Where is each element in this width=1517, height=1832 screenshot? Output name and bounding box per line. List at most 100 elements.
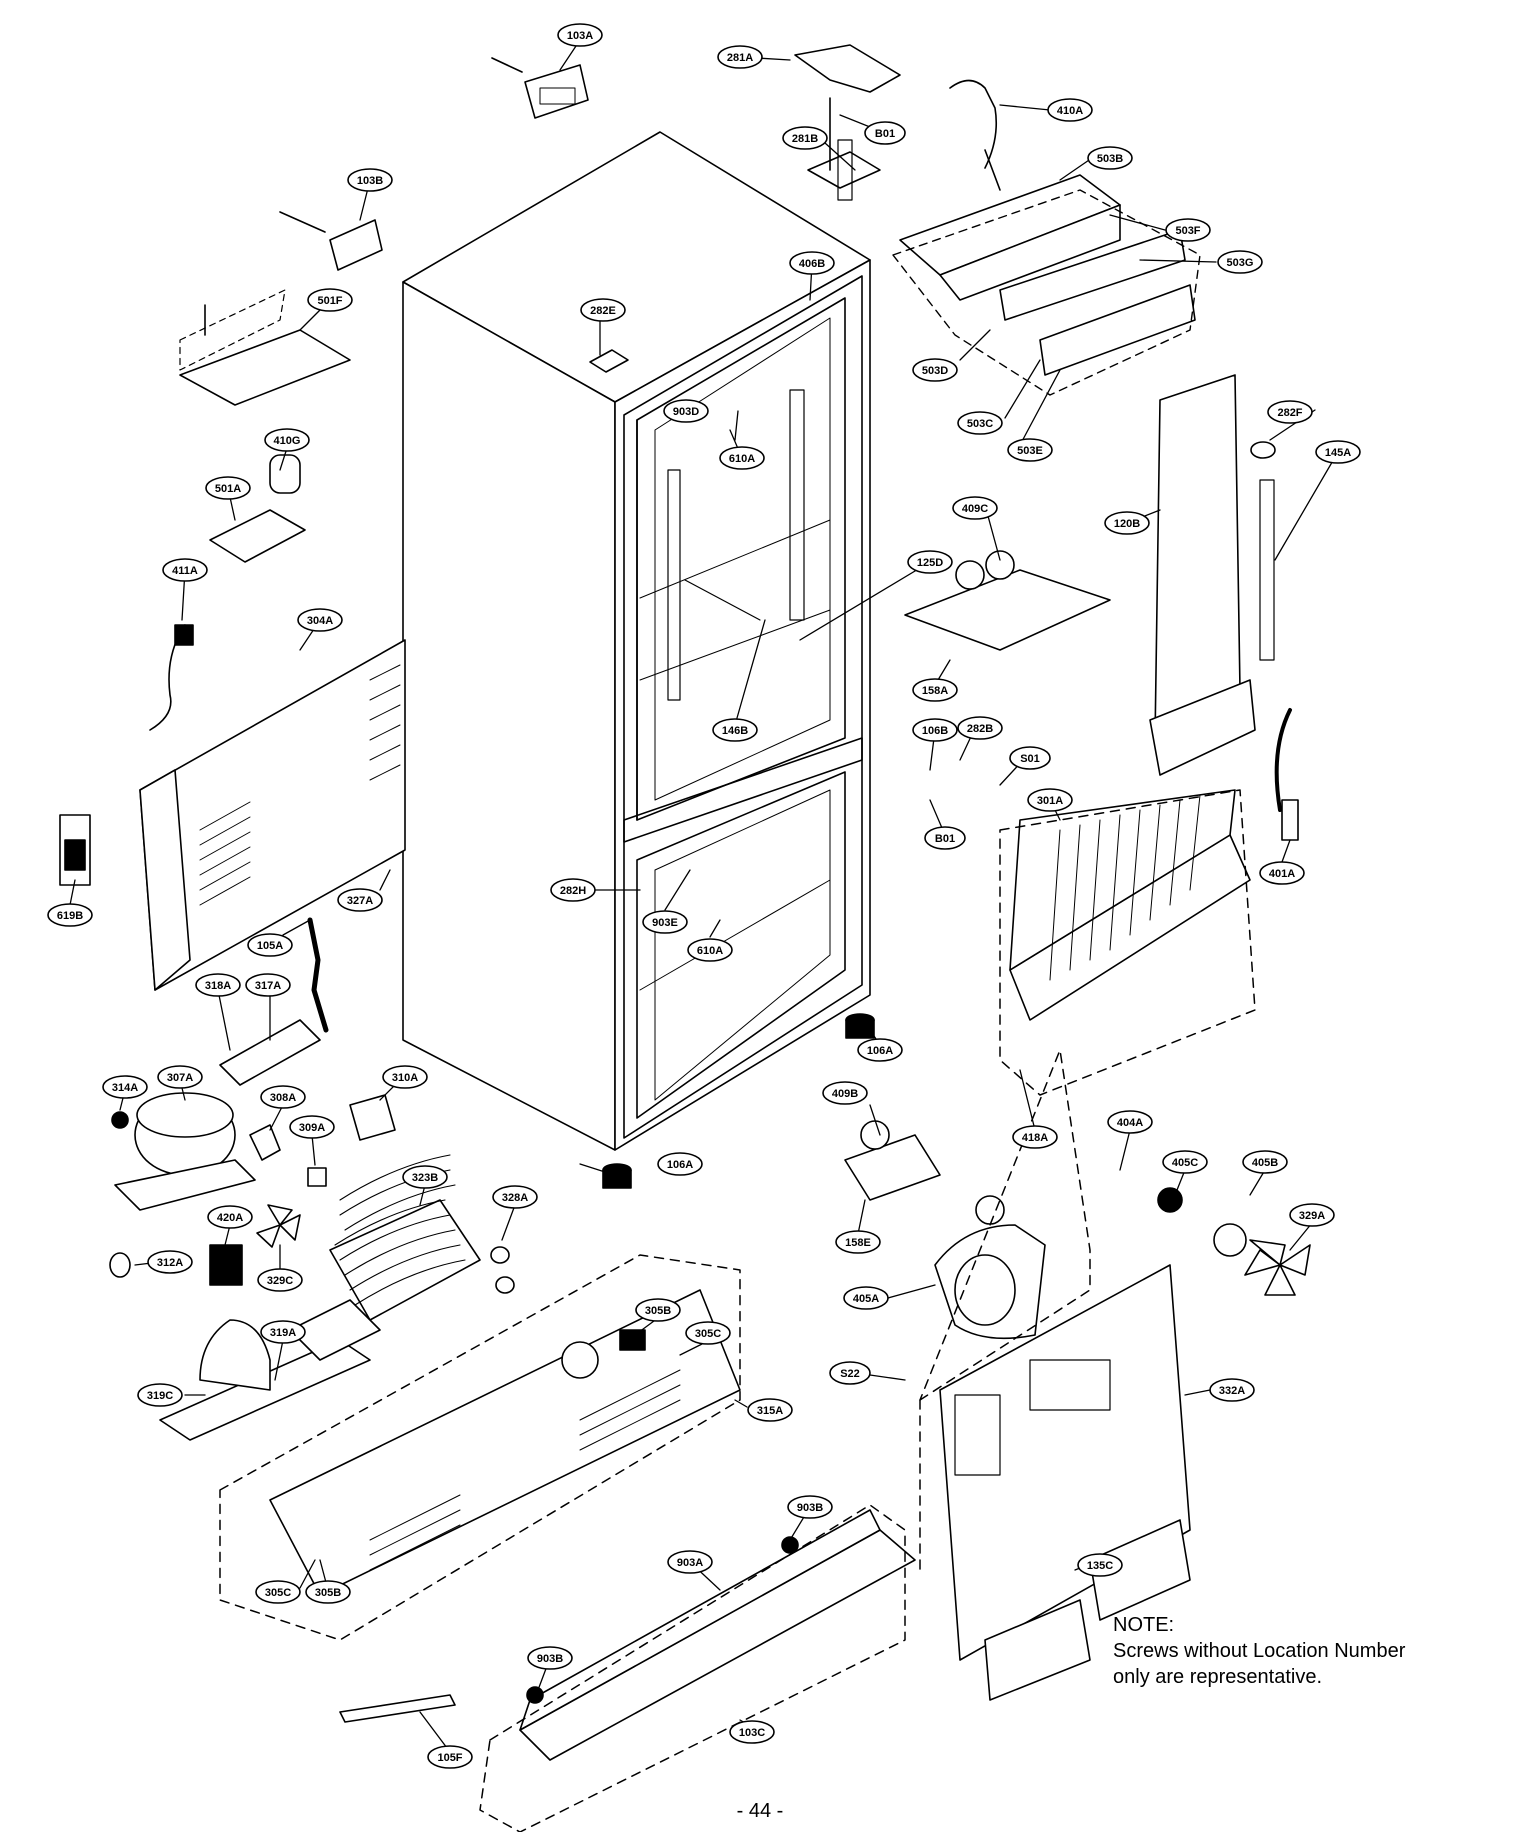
callout-label: 418A: [1022, 1132, 1048, 1144]
callout-label: 281A: [727, 52, 753, 64]
callout-282F: 282F: [1267, 400, 1313, 424]
callout-319C: 319C: [137, 1383, 183, 1407]
callout-903E: 903E: [642, 910, 688, 934]
callout-label: 405A: [853, 1293, 879, 1305]
callout-label: 903B: [797, 1502, 823, 1514]
callout-158A: 158A: [912, 678, 958, 702]
defrost-heater-401A: [1274, 708, 1299, 841]
callout-903A: 903A: [667, 1550, 713, 1574]
callout-310A: 310A: [382, 1065, 428, 1089]
callout-503F: 503F: [1165, 218, 1211, 242]
callout-label: 314A: [112, 1082, 138, 1094]
callout-103B: 103B: [347, 168, 393, 192]
callout-318A: 318A: [195, 973, 241, 997]
callout-label: B01: [935, 833, 955, 845]
callout-158E: 158E: [835, 1230, 881, 1254]
callout-420A: 420A: [207, 1205, 253, 1229]
callout-329C: 329C: [257, 1268, 303, 1292]
callout-328A: 328A: [492, 1185, 538, 1209]
pcb-501A: [209, 454, 306, 563]
air-duct-120B: [1149, 374, 1276, 776]
callout-410A: 410A: [1047, 98, 1093, 122]
callout-501F: 501F: [307, 288, 353, 312]
callout-S01: S01: [1009, 746, 1051, 770]
callout-B01-top: B01: [864, 121, 906, 145]
fan-motor-420A: [209, 1204, 301, 1286]
callout-label: 319A: [270, 1327, 296, 1339]
callout-282H: 282H: [550, 878, 596, 902]
callout-label: 135C: [1087, 1560, 1113, 1572]
callout-120B: 120B: [1104, 511, 1150, 535]
callout-503B: 503B: [1087, 146, 1133, 170]
callout-label: 903D: [673, 406, 699, 418]
hinge-cover-left: [279, 211, 383, 271]
note-title: NOTE:: [1113, 1614, 1175, 1636]
callout-label: 312A: [157, 1257, 183, 1269]
callout-label: 619B: [57, 910, 83, 922]
callout-610A-mid: 610A: [687, 938, 733, 962]
callout-label: 310A: [392, 1072, 418, 1084]
base-plate-315A: [219, 1254, 741, 1641]
callout-903B-right: 903B: [787, 1495, 833, 1519]
callout-327A: 327A: [337, 888, 383, 912]
callout-404A: 404A: [1107, 1110, 1153, 1134]
note-line-2: only are representative.: [1113, 1666, 1323, 1688]
callout-314A: 314A: [102, 1075, 148, 1099]
callout-label: 281B: [792, 133, 818, 145]
callout-label: 309A: [299, 1122, 325, 1134]
callout-307A: 307A: [157, 1065, 203, 1089]
callout-503E: 503E: [1007, 438, 1053, 462]
callout-503G: 503G: [1217, 250, 1263, 274]
relay-parts: [219, 917, 396, 1187]
callout-282B: 282B: [957, 716, 1003, 740]
callout-903B-left: 903B: [527, 1646, 573, 1670]
callout-301A: 301A: [1027, 788, 1073, 812]
callout-label: 329C: [267, 1275, 293, 1287]
callout-405C: 405C: [1162, 1150, 1208, 1174]
callout-label: 106A: [667, 1159, 693, 1171]
callout-label: 410A: [1057, 105, 1083, 117]
callout-label: 903A: [677, 1557, 703, 1569]
callout-label: 319C: [147, 1390, 173, 1402]
callout-label: 404A: [1117, 1117, 1143, 1129]
callout-label: 145A: [1325, 447, 1351, 459]
callout-103C: 103C: [729, 1720, 775, 1744]
callout-309A: 309A: [289, 1115, 335, 1139]
callout-label: 105F: [437, 1752, 462, 1764]
kick-plate-103C: [479, 1504, 916, 1832]
evaporator-301A: [999, 789, 1256, 1096]
callout-323B: 323B: [402, 1165, 448, 1189]
callout-label: 411A: [172, 565, 198, 577]
callout-label: 903E: [652, 917, 678, 929]
callout-405B: 405B: [1242, 1150, 1288, 1174]
callout-label: 406B: [799, 258, 825, 270]
callout-label: 501A: [215, 483, 241, 495]
refrigerator-cabinet: [402, 131, 871, 1151]
callout-label: 503D: [922, 365, 948, 377]
page-number: - 44 -: [736, 1800, 784, 1822]
callout-label: 315A: [757, 1405, 783, 1417]
callout-label: 327A: [347, 895, 373, 907]
callout-label: 328A: [502, 1192, 528, 1204]
callout-label: 125D: [917, 557, 943, 569]
callout-label: 146B: [722, 725, 748, 737]
callout-label: 158A: [922, 685, 948, 697]
callout-405A: 405A: [843, 1286, 889, 1310]
callout-281B: 281B: [782, 126, 828, 150]
lamp-cover-158A: [904, 550, 1111, 651]
callout-label: 105A: [257, 940, 283, 952]
callout-282E: 282E: [580, 298, 626, 322]
callout-106B: 106B: [912, 718, 958, 742]
callout-305B-bot: 305B: [305, 1580, 351, 1604]
callout-label: 501F: [317, 295, 342, 307]
drain-pan-319C: [159, 1299, 381, 1441]
callout-label: 305B: [645, 1305, 671, 1317]
pcb-cover-501F: [179, 289, 351, 406]
callout-319A: 319A: [260, 1320, 306, 1344]
callout-105F: 105F: [427, 1745, 473, 1769]
bracket-619B: [59, 814, 91, 886]
callout-903D: 903D: [663, 399, 709, 423]
top-hinge-parts: [491, 44, 1001, 201]
callout-label: S01: [1020, 753, 1040, 765]
